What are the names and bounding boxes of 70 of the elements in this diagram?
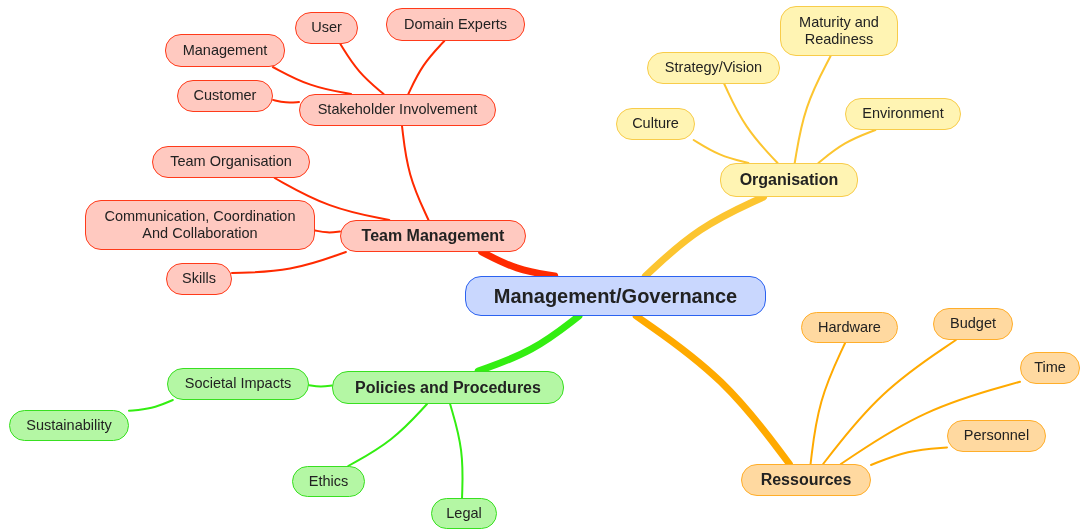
topic-node xyxy=(295,12,358,44)
node-label: Budget xyxy=(950,315,996,333)
node-label: Strategy/Vision xyxy=(664,59,763,77)
topic-node xyxy=(152,146,310,178)
node-label: Time xyxy=(1034,359,1066,377)
connector-line xyxy=(822,339,957,465)
topic-node xyxy=(340,220,526,252)
node-label: Management xyxy=(182,41,268,60)
topic-node xyxy=(801,312,898,343)
node-label: Stakeholder Involvement xyxy=(317,101,478,119)
topic-node xyxy=(720,163,858,197)
connector-line xyxy=(817,129,877,164)
node-label: Environment xyxy=(862,105,944,123)
topic-node xyxy=(85,200,315,250)
connector-line xyxy=(870,446,948,466)
node-label: Communication, Coordination And Collaboration xyxy=(103,207,297,243)
topic-node xyxy=(647,52,780,84)
topic-node xyxy=(780,6,898,56)
connector-line xyxy=(314,229,341,234)
node-label: Hardware xyxy=(818,318,881,337)
topic-node xyxy=(947,420,1046,452)
topic-node xyxy=(1020,352,1080,384)
node-label: Customer xyxy=(193,87,257,105)
node-label: Domain Experts xyxy=(403,15,508,34)
node-label: Management/Governance xyxy=(493,284,738,308)
node-label: Skills xyxy=(182,270,216,288)
topic-node xyxy=(741,464,871,496)
node-label: Culture xyxy=(632,115,679,133)
node-label: Ethics xyxy=(308,472,349,491)
node-label: Team Organisation xyxy=(170,153,292,171)
topic-node xyxy=(167,368,309,400)
connector-line xyxy=(723,83,779,164)
topic-node xyxy=(933,308,1013,340)
topic-node xyxy=(292,466,365,497)
topic-node xyxy=(177,80,273,112)
connector-line xyxy=(347,403,428,467)
node-label: Sustainability xyxy=(26,416,112,435)
topic-node xyxy=(332,371,564,404)
connector-line xyxy=(839,380,1021,465)
topic-node xyxy=(9,410,129,441)
node-label: Policies and Procedures xyxy=(355,377,541,398)
connector-line xyxy=(339,43,385,95)
node-label: Legal xyxy=(446,504,482,523)
connector-line xyxy=(273,177,391,221)
topic-node xyxy=(465,276,766,316)
topic-node xyxy=(299,94,496,126)
connector-line xyxy=(272,98,300,104)
topic-node xyxy=(431,498,497,529)
connector-line xyxy=(809,342,847,465)
topic-node xyxy=(166,263,232,295)
topic-node xyxy=(165,34,285,67)
connector-line xyxy=(407,40,446,95)
node-label: User xyxy=(311,19,342,37)
connector-line xyxy=(692,139,750,164)
connector-line xyxy=(308,384,333,388)
connector-line xyxy=(128,399,174,412)
node-label: Organisation xyxy=(739,170,839,190)
connector-line xyxy=(231,251,347,274)
topic-node xyxy=(386,8,525,41)
node-label: Personnel xyxy=(963,427,1030,445)
connector-line xyxy=(793,55,832,164)
node-label: Societal Impacts xyxy=(184,375,292,393)
topic-node xyxy=(845,98,961,130)
topic-node xyxy=(616,108,695,140)
node-label: Ressources xyxy=(760,470,852,490)
connector-line xyxy=(401,125,430,221)
connector-line xyxy=(271,66,353,95)
node-label: Team Management xyxy=(361,226,505,246)
connector-line xyxy=(449,403,464,499)
node-label: Maturity and Readiness xyxy=(798,13,880,49)
